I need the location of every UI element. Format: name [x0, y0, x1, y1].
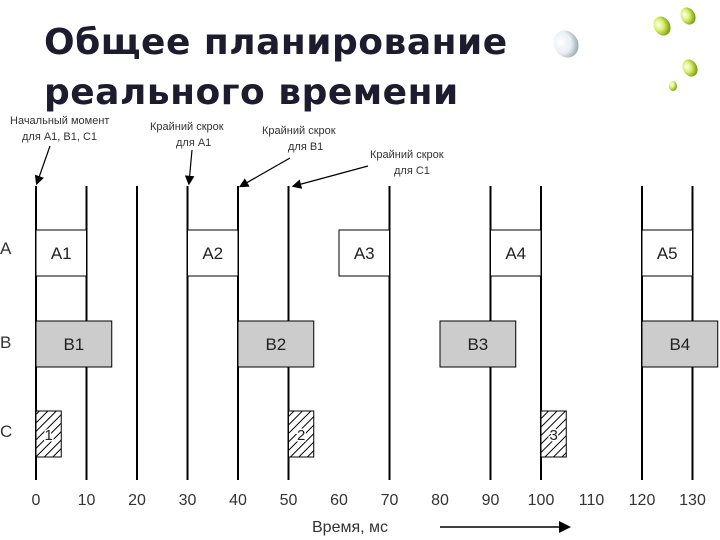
tick-label-120: 120 [629, 492, 656, 509]
annotation-a1-line2: для A1 [176, 137, 211, 149]
task-box-a2 [187, 229, 239, 277]
task-label-1: 1 [44, 427, 52, 444]
row-label-c: C [0, 422, 12, 441]
tick-label-0: 0 [32, 492, 41, 509]
task-1: 1 [35, 410, 62, 458]
annotation-start-line1: Начальный момент [10, 115, 109, 127]
annotation-start: Начальный момент для A1, B1, C1 [10, 115, 109, 186]
task-a3: A3 [338, 229, 390, 277]
task-label-b4: B4 [669, 335, 690, 354]
annotation-c1-line2: для C1 [394, 165, 430, 177]
tick-label-40: 40 [229, 492, 247, 509]
task-box-b4 [641, 320, 719, 368]
tick-label-100: 100 [528, 492, 555, 509]
task-box-1 [35, 410, 62, 458]
task-a2: A2 [187, 229, 239, 277]
task-box-a5 [641, 229, 693, 277]
row-label-a: A [0, 239, 12, 258]
tick-label-70: 70 [381, 492, 399, 509]
task-box-a1 [35, 229, 87, 277]
annotation-deadline-c1: Крайний скрок для C1 [291, 149, 444, 189]
task-label-2: 2 [297, 427, 305, 444]
annotation-deadline-a1: Крайний скрок для A1 [150, 121, 224, 186]
task-b4: B4 [641, 320, 719, 368]
tick-label-10: 10 [78, 492, 96, 509]
task-box-b3 [439, 320, 517, 368]
title-line-1: Общее планирование [44, 22, 508, 63]
task-box-3 [540, 410, 567, 458]
task-box-2 [288, 410, 315, 458]
task-label-a2: A2 [202, 244, 223, 263]
task-a4: A4 [490, 229, 542, 277]
task-box-b2 [237, 320, 315, 368]
title-line-2: реального времени [44, 72, 459, 113]
task-box-a3 [338, 229, 390, 277]
axis-ticks: 0 10 20 30 40 50 60 70 80 90 100 110 120 130 [32, 492, 706, 509]
task-a5: A5 [641, 229, 693, 277]
annotation-c1-line1: Крайний скрок [370, 149, 444, 161]
tick-label-90: 90 [482, 492, 500, 509]
task-label-b1: B1 [63, 335, 84, 354]
task-label-a4: A4 [505, 244, 526, 263]
tick-label-50: 50 [280, 492, 298, 509]
tick-label-130: 130 [679, 492, 706, 509]
annotation-deadline-b1: Крайний скрок для B1 [238, 125, 336, 188]
task-label-b2: B2 [265, 335, 286, 354]
annotation-start-line2: для A1, B1, C1 [22, 131, 97, 143]
task-label-3: 3 [549, 427, 557, 444]
task-label-a5: A5 [657, 244, 678, 263]
tick-label-20: 20 [128, 492, 146, 509]
task-label-a1: A1 [51, 244, 72, 263]
task-2: 2 [288, 410, 315, 458]
tick-label-30: 30 [179, 492, 197, 509]
annotation-a1-line1: Крайний скрок [150, 121, 224, 133]
task-box-a4 [490, 229, 542, 277]
page-title: Общее планирование реального времени [44, 18, 508, 118]
annotation-b1-line1: Крайний скрок [262, 125, 336, 137]
task-a1: A1 [35, 229, 87, 277]
task-label-b3: B3 [467, 335, 488, 354]
axis-label: Время, мс [312, 519, 388, 536]
annotation-b1-line2: для B1 [288, 141, 323, 153]
tick-label-80: 80 [431, 492, 449, 509]
row-label-b: B [0, 333, 11, 352]
task-b2: B2 [237, 320, 315, 368]
tick-label-60: 60 [330, 492, 348, 509]
tick-label-110: 110 [579, 492, 605, 509]
task-box-b1 [35, 320, 113, 368]
task-b3: B3 [439, 320, 517, 368]
task-b1: B1 [35, 320, 113, 368]
task-label-a3: A3 [354, 244, 375, 263]
task-3: 3 [540, 410, 567, 458]
